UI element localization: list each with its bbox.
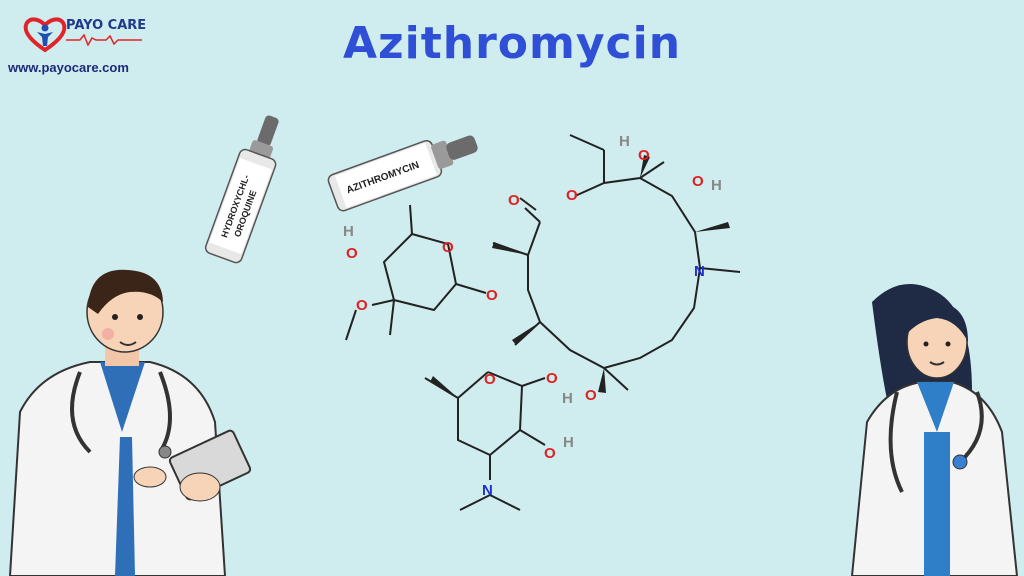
atom-O-carbonyl: O xyxy=(508,192,520,209)
atom-O-sugar2-ring: O xyxy=(484,371,496,388)
vial-hydroxychloroquine: HYDROXYCHL- OROQUINE xyxy=(204,115,279,264)
azithromycin-structure: O O O H O H N O O H O O O H O O O H N xyxy=(343,133,741,511)
female-doctor-illustration xyxy=(850,284,1019,576)
atom-O-hydroxyl-1: O xyxy=(638,147,650,164)
atom-H-1: H xyxy=(619,133,630,150)
atom-N-dimethylamino: N xyxy=(482,482,493,499)
atom-O-hydroxyl-3: O xyxy=(585,387,597,404)
atom-O-hydroxyl-2: O xyxy=(692,173,704,190)
atom-H-2: H xyxy=(711,177,722,194)
atom-N-ring: N xyxy=(694,263,705,280)
stethoscope-icon xyxy=(158,445,172,459)
stethoscope-icon xyxy=(952,454,968,470)
atom-O-sugar1-ring: O xyxy=(442,239,454,256)
male-doctor-illustration xyxy=(8,269,252,576)
page-title: Azithromycin xyxy=(342,18,682,69)
atom-O-sugar2-hydroxyl: O xyxy=(544,445,556,462)
atom-O-ring: O xyxy=(566,187,578,204)
atom-O-sugar1-hydroxyl: O xyxy=(346,245,358,262)
atom-H-4: H xyxy=(562,390,573,407)
atom-O-methoxy: O xyxy=(356,297,368,314)
atom-O-glycoside-1: O xyxy=(486,287,498,304)
heartbeat-line xyxy=(66,34,142,46)
payo-care-logo xyxy=(23,17,67,53)
atom-H-5: H xyxy=(563,434,574,451)
website-link[interactable]: www.payocare.com xyxy=(8,60,129,75)
brand-name: PAYO CARE xyxy=(66,18,147,33)
vial-azithromycin: AZITHROMYCIN xyxy=(327,135,478,212)
atom-H-3: H xyxy=(343,223,354,240)
atom-O-glycoside-2: O xyxy=(546,370,558,387)
